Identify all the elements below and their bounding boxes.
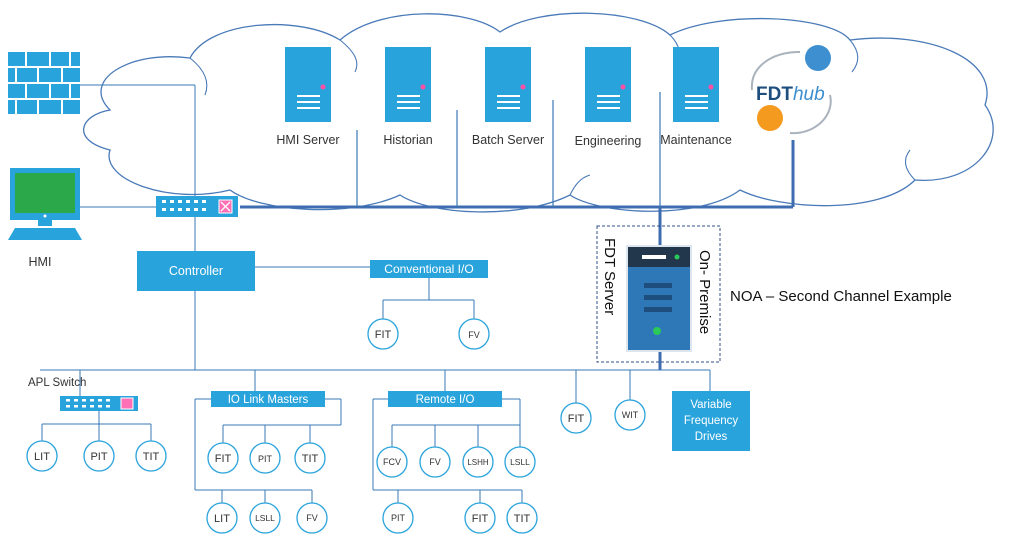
apl-lines: [41, 411, 152, 441]
server-engineering[interactable]: Engineering: [575, 47, 642, 148]
device-label: PIT: [258, 454, 273, 464]
device[interactable]: TIT: [135, 440, 167, 472]
main-network-switch[interactable]: [156, 196, 238, 217]
fdt-hub-logo: FDThub: [750, 45, 832, 135]
io-link-masters[interactable]: IO Link Masters: [211, 391, 325, 407]
device[interactable]: FIT: [367, 318, 399, 350]
logo-fdt-text: FDT: [756, 84, 793, 105]
device-label: TIT: [302, 453, 319, 465]
on-premise-label: On- Premise: [696, 250, 713, 334]
server-icon: [385, 47, 431, 122]
device-label: FIT: [215, 453, 232, 465]
apl-switch-label: APL Switch: [28, 377, 86, 389]
fdt-server[interactable]: FDT Server On- Premise: [596, 225, 721, 363]
device[interactable]: LIT: [206, 502, 238, 534]
device[interactable]: FIT: [207, 442, 239, 474]
on-premise-boundary: [596, 225, 721, 363]
cloud-servers: HMI Server Historian Batch Server Engine…: [276, 47, 732, 148]
device-label: FV: [468, 330, 480, 340]
device-label: FCV: [383, 457, 401, 467]
server-maintenance[interactable]: Maintenance: [660, 47, 732, 147]
logo-hub-text: hub: [793, 84, 825, 105]
server-batch[interactable]: Batch Server: [472, 47, 544, 147]
firewall-icon: [8, 52, 80, 114]
fdt-server-label: FDT Server: [601, 238, 618, 315]
server-led-icon: [320, 84, 326, 90]
server-led-icon: [620, 84, 626, 90]
device-label: LSHH: [467, 458, 489, 467]
device-label: FIT: [472, 513, 489, 525]
server-label: Historian: [383, 133, 432, 147]
controller-label: Controller: [169, 264, 223, 278]
device[interactable]: FV: [419, 446, 451, 478]
svg-text:FDThub: FDThub: [756, 84, 825, 105]
device-label: TIT: [514, 513, 531, 525]
server-label: HMI Server: [276, 133, 339, 147]
device-label: WIT: [622, 410, 639, 420]
controller[interactable]: Controller: [137, 251, 255, 291]
server-icon: [673, 47, 719, 122]
server-label: Maintenance: [660, 133, 732, 147]
server-hmi[interactable]: HMI Server: [276, 47, 340, 147]
apl-switch[interactable]: [60, 396, 138, 411]
device-label: FIT: [375, 329, 392, 341]
vfd-label-line-2: Frequency: [684, 415, 739, 427]
server-drop-lines: [356, 92, 661, 207]
device[interactable]: LSLL: [249, 502, 281, 534]
logo-blue-dot-icon: [805, 45, 831, 71]
device[interactable]: FIT: [560, 402, 592, 434]
server-led-icon: [420, 84, 426, 90]
io-link-masters-label: IO Link Masters: [228, 394, 309, 406]
device[interactable]: FIT: [464, 502, 496, 534]
device[interactable]: PIT: [249, 442, 281, 474]
server-led-icon: [708, 84, 714, 90]
io-link-lines: [194, 398, 342, 503]
remote-io-lines: [372, 398, 523, 503]
device[interactable]: TIT: [506, 502, 538, 534]
device-label: FV: [306, 513, 318, 523]
server-historian[interactable]: Historian: [383, 47, 433, 147]
server-label: Engineering: [575, 134, 642, 148]
device-label: PIT: [391, 513, 406, 523]
server-label: Batch Server: [472, 133, 544, 147]
server-icon: [485, 47, 531, 122]
device[interactable]: LSHH: [462, 446, 494, 478]
device-label: PIT: [90, 451, 107, 463]
device-label: FIT: [568, 413, 585, 425]
device[interactable]: FCV: [376, 446, 408, 478]
device-label: LIT: [214, 513, 230, 525]
diagram-title: NOA – Second Channel Example: [730, 288, 952, 305]
remote-io[interactable]: Remote I/O: [388, 391, 502, 407]
device-label: LSLL: [510, 457, 530, 467]
server-icon: [585, 47, 631, 122]
vfd-label-line-3: Drives: [695, 431, 728, 443]
device[interactable]: FV: [296, 502, 328, 534]
remote-io-label: Remote I/O: [416, 394, 475, 406]
keyboard-icon: [8, 228, 82, 240]
hmi-computer[interactable]: HMI: [8, 168, 82, 269]
server-icon: [285, 47, 331, 122]
hmi-label: HMI: [29, 255, 52, 269]
conventional-io-label: Conventional I/O: [384, 262, 473, 276]
conventional-io[interactable]: Conventional I/O: [370, 260, 488, 319]
device[interactable]: TIT: [294, 442, 326, 474]
device-label: LIT: [34, 451, 50, 463]
switch-icon: [156, 196, 238, 217]
logo-orange-dot-icon: [757, 105, 783, 131]
switch-icon: [60, 396, 138, 411]
cloud: [83, 12, 994, 213]
device[interactable]: LIT: [26, 440, 58, 472]
device[interactable]: FV: [458, 318, 490, 350]
device[interactable]: PIT: [382, 502, 414, 534]
server-led-icon: [520, 84, 526, 90]
device-label: FV: [429, 457, 441, 467]
vfd-label-line-1: Variable: [690, 399, 731, 411]
device-label: LSLL: [255, 513, 275, 523]
device[interactable]: WIT: [614, 399, 646, 431]
variable-frequency-drives[interactable]: Variable Frequency Drives: [672, 391, 750, 451]
device-label: TIT: [143, 451, 160, 463]
device[interactable]: LSLL: [504, 446, 536, 478]
device[interactable]: PIT: [83, 440, 115, 472]
